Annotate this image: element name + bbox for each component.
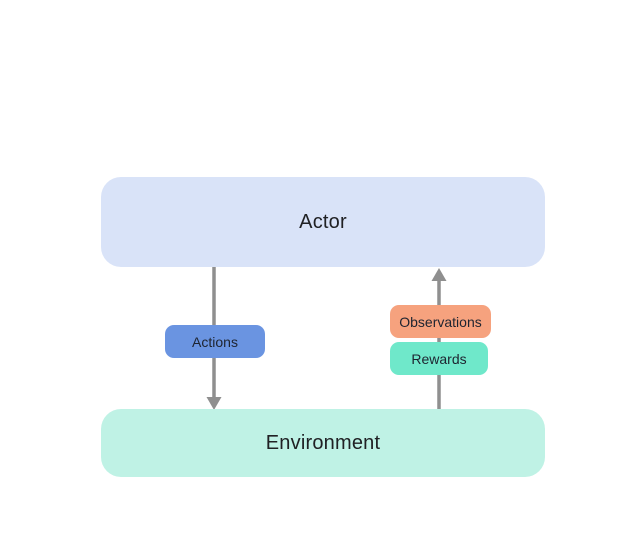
feedback-arrowhead-icon — [431, 268, 447, 281]
actions-pill-label: Actions — [192, 333, 238, 350]
environment-node: Environment — [101, 409, 545, 477]
environment-node-label: Environment — [265, 431, 381, 454]
actor-node-label: Actor — [299, 210, 347, 233]
rewards-pill: Rewards — [390, 342, 488, 375]
observations-pill-label: Observations — [399, 313, 482, 330]
actions-pill: Actions — [165, 325, 265, 358]
observations-pill: Observations — [390, 305, 491, 338]
feedback-arrow — [431, 268, 447, 409]
rewards-pill-label: Rewards — [411, 350, 467, 367]
actor-node: Actor — [101, 177, 545, 267]
